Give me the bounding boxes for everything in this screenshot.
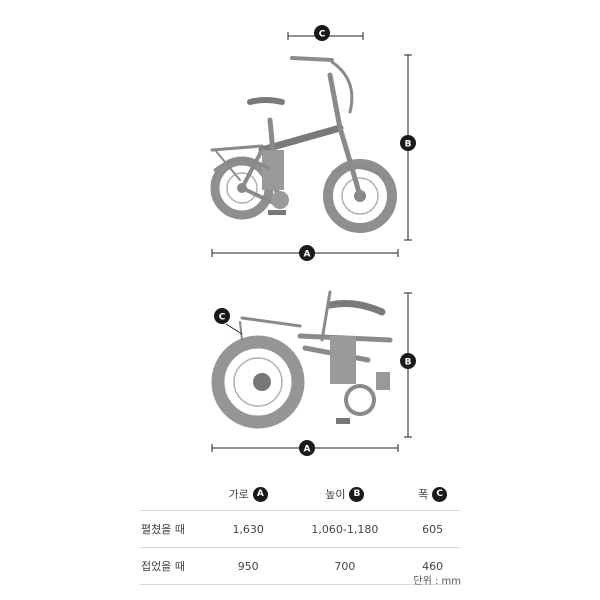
marker-a-folded: A — [299, 440, 315, 456]
svg-text:C: C — [319, 30, 326, 40]
svg-text:B: B — [405, 140, 412, 150]
marker-c-unfolded: C — [314, 25, 330, 41]
badge-b: B — [349, 487, 365, 503]
cell-value: 605 — [405, 510, 460, 548]
marker-b-unfolded: B — [400, 135, 416, 151]
cell-value: 460 — [405, 547, 460, 585]
folded-bike — [211, 290, 393, 429]
unit-note: 단위 : mm — [413, 576, 461, 587]
svg-text:A: A — [304, 445, 311, 455]
cell-value: 1,060-1,180 — [284, 510, 406, 548]
badge-c: C — [432, 487, 448, 503]
marker-c-folded: C — [214, 308, 230, 324]
marker-a-unfolded: A — [299, 245, 315, 261]
cell-value: 950 — [212, 547, 285, 585]
svg-text:B: B — [405, 358, 412, 368]
svg-text:A: A — [304, 250, 311, 260]
row-label-unfolded: 펼쳤을 때 — [140, 510, 212, 548]
badge-a: A — [252, 487, 268, 503]
header-empty — [140, 478, 212, 511]
table-row: 접었을 때 950 700 460 — [140, 547, 460, 585]
row-label-folded: 접었을 때 — [140, 547, 212, 585]
svg-text:C: C — [219, 313, 226, 323]
cell-value: 1,630 — [212, 510, 285, 548]
cell-value: 700 — [284, 547, 406, 585]
bike-dimension-diagram: C B A C — [210, 25, 416, 456]
table-row: 펼쳤을 때 1,630 1,060-1,180 605 — [140, 510, 460, 548]
marker-b-folded: B — [400, 353, 416, 369]
unfolded-bike — [210, 56, 397, 233]
